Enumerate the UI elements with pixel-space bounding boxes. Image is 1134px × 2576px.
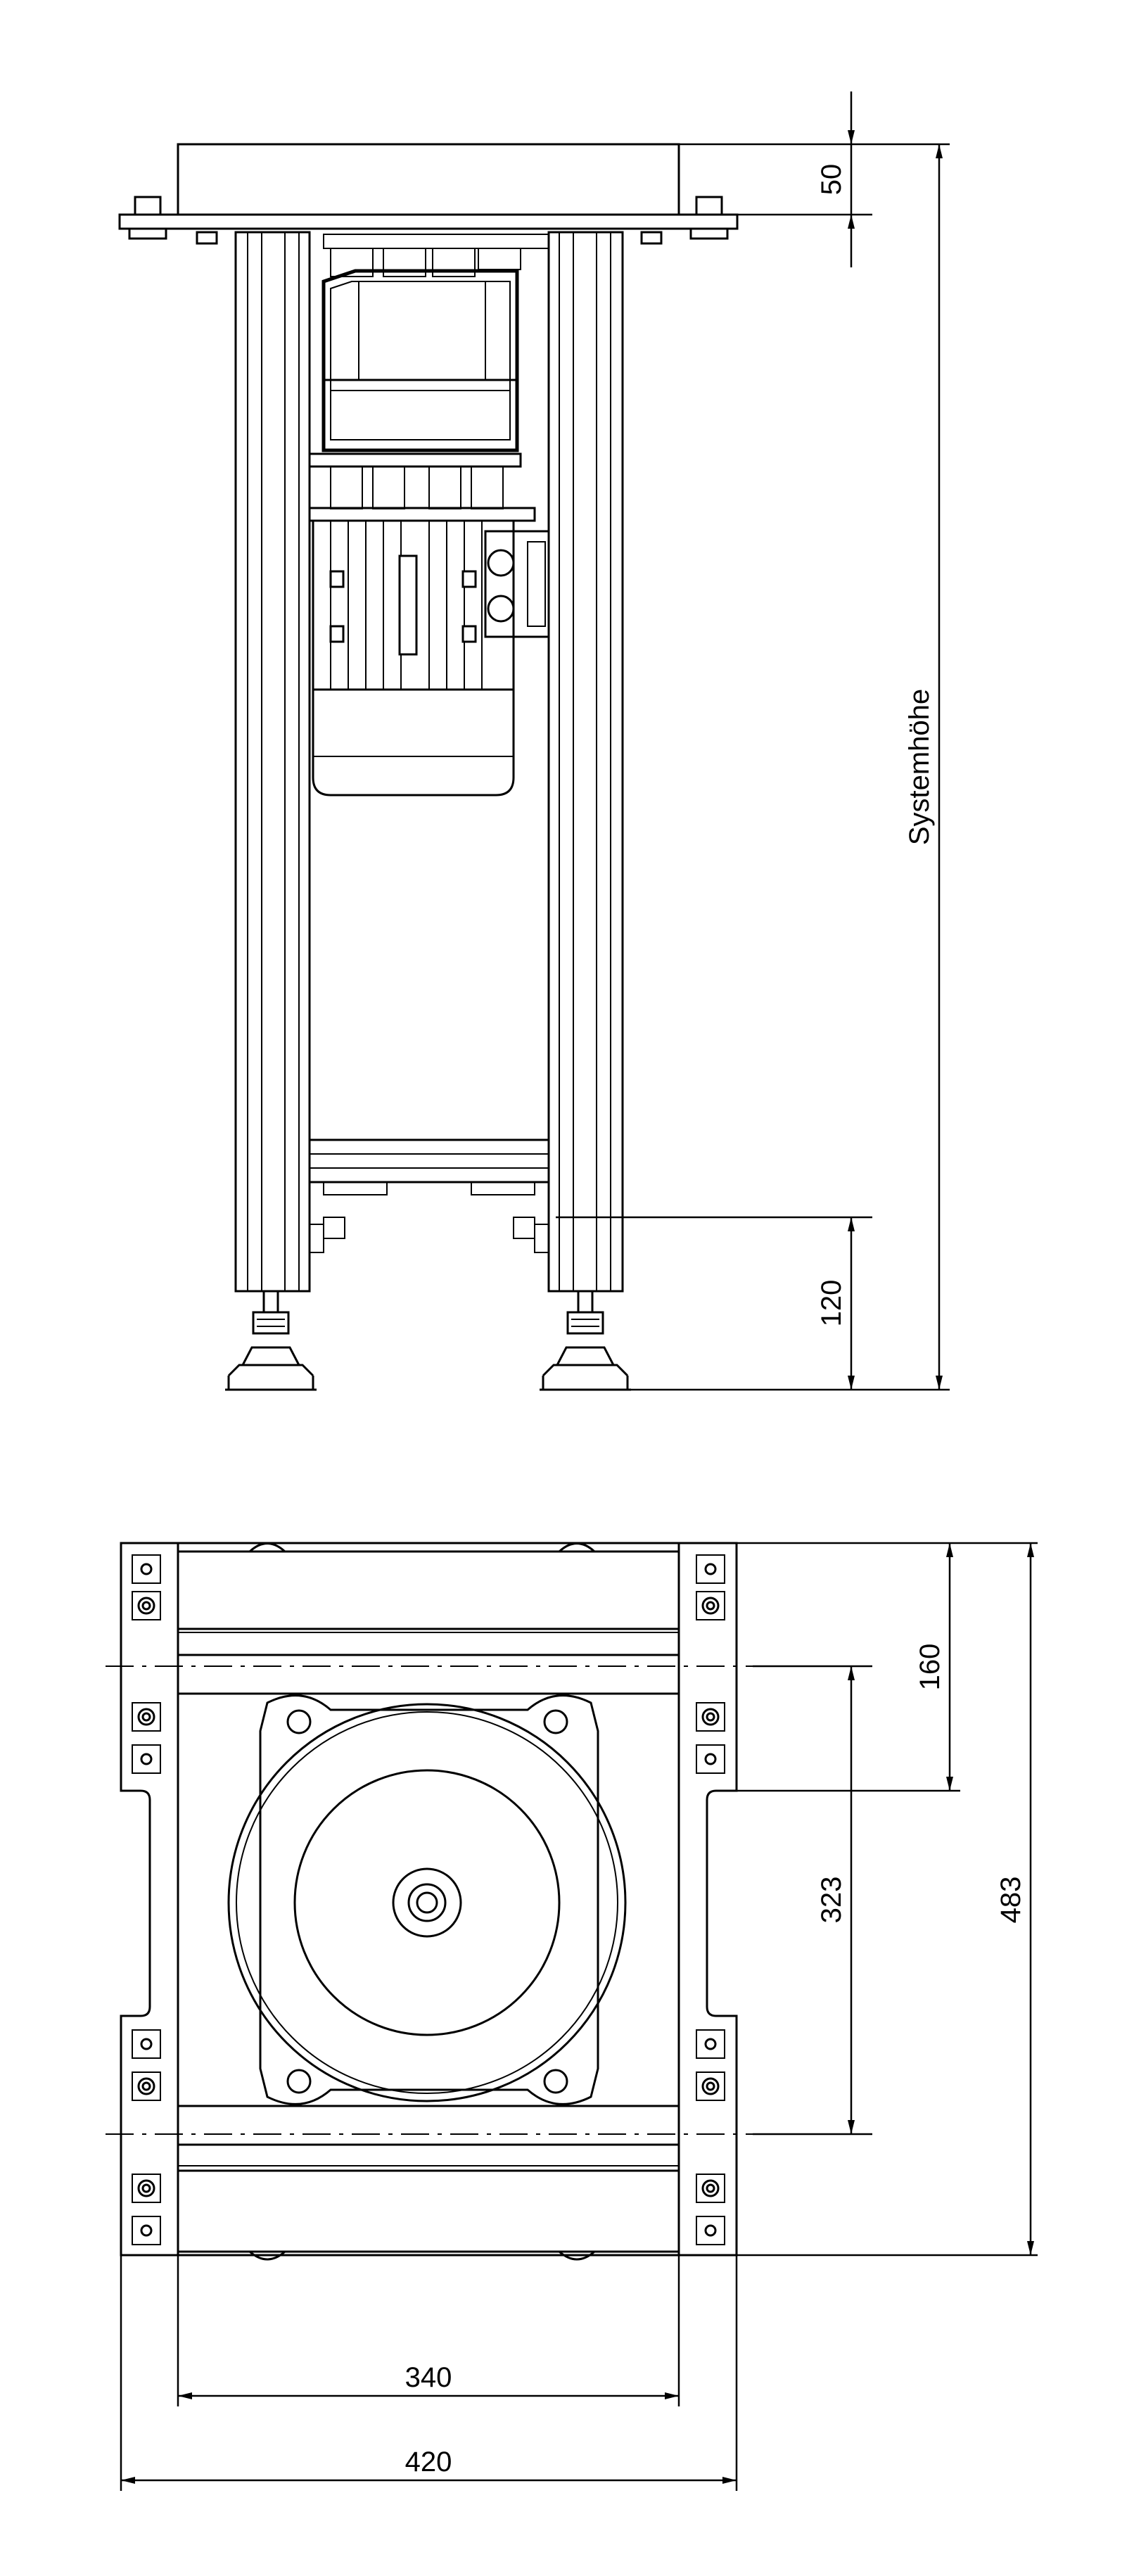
dim-outer-width: 420 bbox=[405, 2447, 452, 2477]
leveling-foot-right bbox=[540, 1290, 631, 1391]
dim-offset-160: 160 bbox=[915, 1644, 945, 1691]
dim-center-distance: 323 bbox=[816, 1877, 847, 1924]
corner-pads-right bbox=[696, 1554, 725, 2245]
motor-flange bbox=[227, 1694, 627, 2105]
motor-housing-inner bbox=[293, 1769, 561, 2036]
lower-crossbar bbox=[308, 1138, 550, 1253]
left-column bbox=[234, 231, 311, 1293]
dim-system-height: Systemhöhe bbox=[904, 689, 935, 845]
side-view: 50 Systemhöhe 120 bbox=[118, 91, 950, 1391]
dim-foot-height: 120 bbox=[816, 1280, 847, 1327]
end-beam-bottom bbox=[177, 2169, 680, 2253]
drive-unit bbox=[308, 234, 549, 522]
flange-bolt-right bbox=[640, 196, 729, 245]
base-frame bbox=[120, 1542, 738, 2257]
dim-total-depth: 483 bbox=[995, 1877, 1026, 1924]
end-beam-top bbox=[177, 1550, 680, 1630]
motor bbox=[312, 519, 550, 797]
dim-inner-width: 340 bbox=[405, 2362, 452, 2393]
top-plate bbox=[177, 143, 680, 216]
shaft-hub bbox=[392, 1867, 462, 1938]
flange-bolt-left bbox=[128, 196, 218, 245]
dim-top-plate-height: 50 bbox=[816, 164, 847, 196]
right-column bbox=[547, 231, 624, 1293]
leveling-foot-left bbox=[225, 1290, 317, 1391]
corner-pads-left bbox=[132, 1554, 161, 2245]
mounting-flange bbox=[118, 213, 739, 230]
motor-housing-outer bbox=[227, 1703, 627, 2102]
top-view: 160 323 483 340 420 bbox=[106, 1542, 1038, 2491]
